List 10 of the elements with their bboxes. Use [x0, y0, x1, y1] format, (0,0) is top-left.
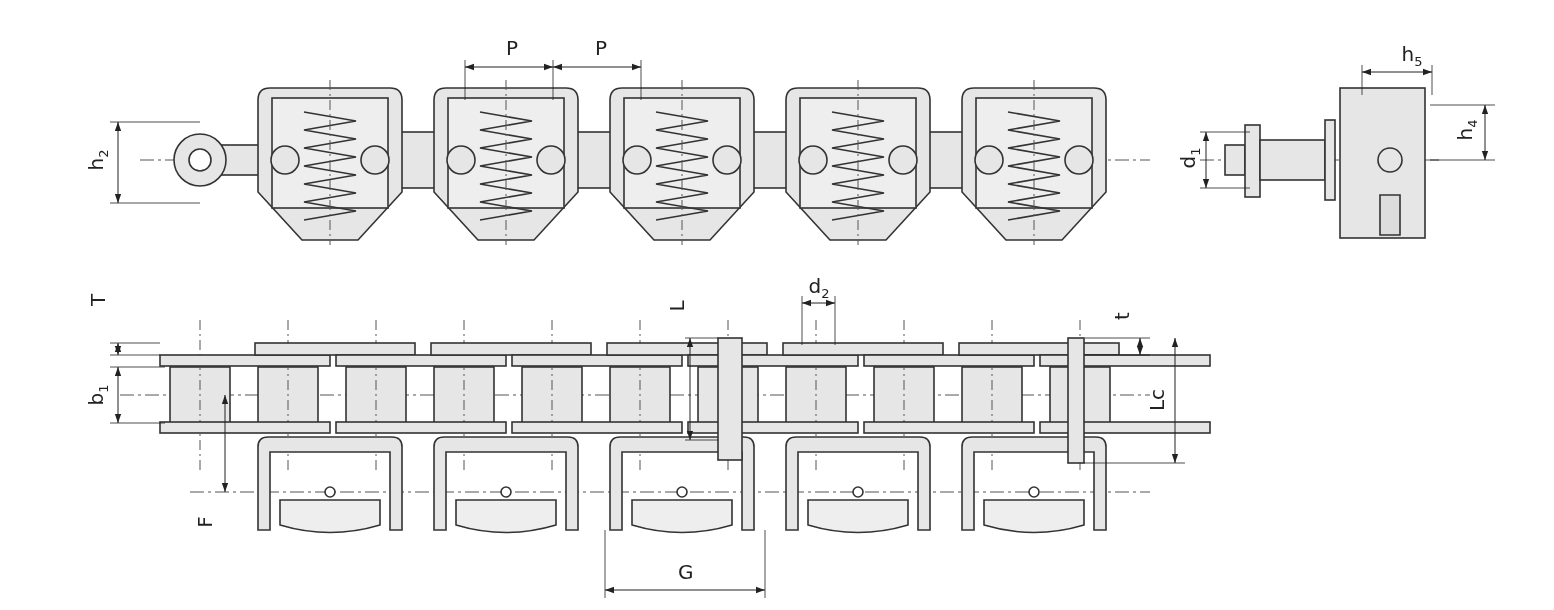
- dimension-label: L: [665, 299, 688, 313]
- dimension-label: P: [505, 37, 520, 59]
- dimension-label: Lc: [1146, 387, 1169, 413]
- dimension-label: P: [594, 37, 609, 59]
- dimension-label: T: [87, 292, 110, 308]
- dimension-label: d$_{2}$: [807, 275, 831, 301]
- dimension-label: h$_{5}$: [1400, 43, 1424, 69]
- dimension-label: t: [1110, 311, 1133, 321]
- dimension-label: F: [193, 515, 216, 529]
- dimension-label: G: [677, 561, 695, 583]
